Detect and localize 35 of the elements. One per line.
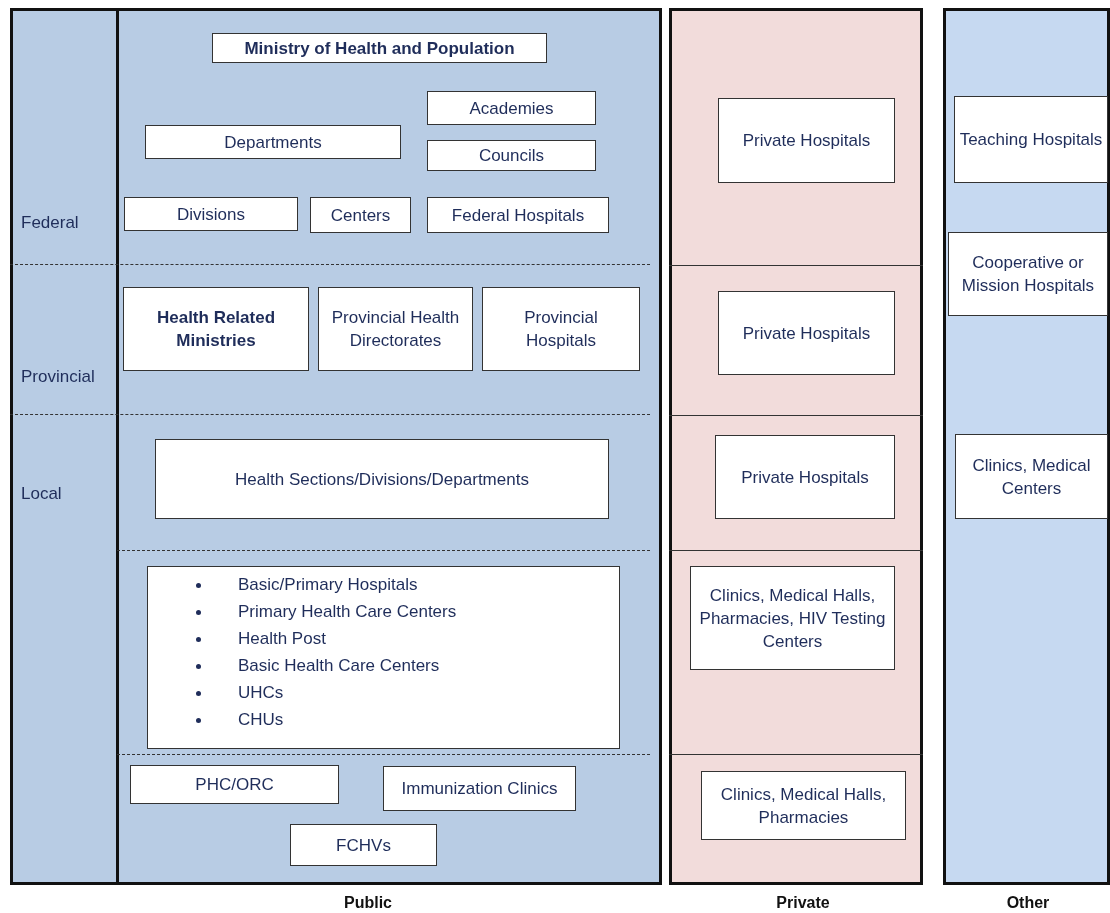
org-box: Divisions [124, 197, 298, 231]
list-item: Primary Health Care Centers [188, 601, 457, 623]
org-box: Clinics, Medical Centers [955, 434, 1108, 519]
org-box: Private Hospitals [718, 98, 895, 183]
org-box: FCHVs [290, 824, 437, 866]
org-box: Provincial Hospitals [482, 287, 640, 371]
org-box: Councils [427, 140, 596, 171]
org-box: PHC/ORC [130, 765, 339, 804]
list-box [147, 566, 620, 749]
list-item: UHCs [188, 682, 284, 704]
org-box: Ministry of Health and Population [212, 33, 547, 63]
level-label: Local [21, 484, 62, 504]
org-box: Health Related Ministries [123, 287, 309, 371]
list-item: Basic/Primary Hospitals [188, 574, 418, 596]
org-box: Private Hospitals [718, 291, 895, 375]
org-box: Cooperative or Mission Hospitals [948, 232, 1108, 316]
org-box: Clinics, Medical Halls, Pharmacies, HIV Testing Centers [690, 566, 895, 670]
list-item: Health Post [188, 628, 326, 650]
org-box: Teaching Hospitals [954, 96, 1108, 183]
org-box: Health Sections/Divisions/Departments [155, 439, 609, 519]
org-box: Immunization Clinics [383, 766, 576, 811]
org-box: Federal Hospitals [427, 197, 609, 233]
org-box: Private Hospitals [715, 435, 895, 519]
column-heading: Public [344, 894, 392, 912]
column-heading: Private [776, 894, 830, 912]
list-item: CHUs [188, 709, 284, 731]
level-label: Federal [21, 213, 79, 233]
org-box: Academies [427, 91, 596, 125]
org-box: Clinics, Medical Halls, Pharmacies [701, 771, 906, 840]
org-box: Centers [310, 197, 411, 233]
org-box: Provincial Health Directorates [318, 287, 473, 371]
column-heading: Other [1006, 894, 1050, 912]
list-item: Basic Health Care Centers [188, 655, 440, 677]
org-box: Departments [145, 125, 401, 159]
level-label: Provincial [21, 367, 95, 387]
